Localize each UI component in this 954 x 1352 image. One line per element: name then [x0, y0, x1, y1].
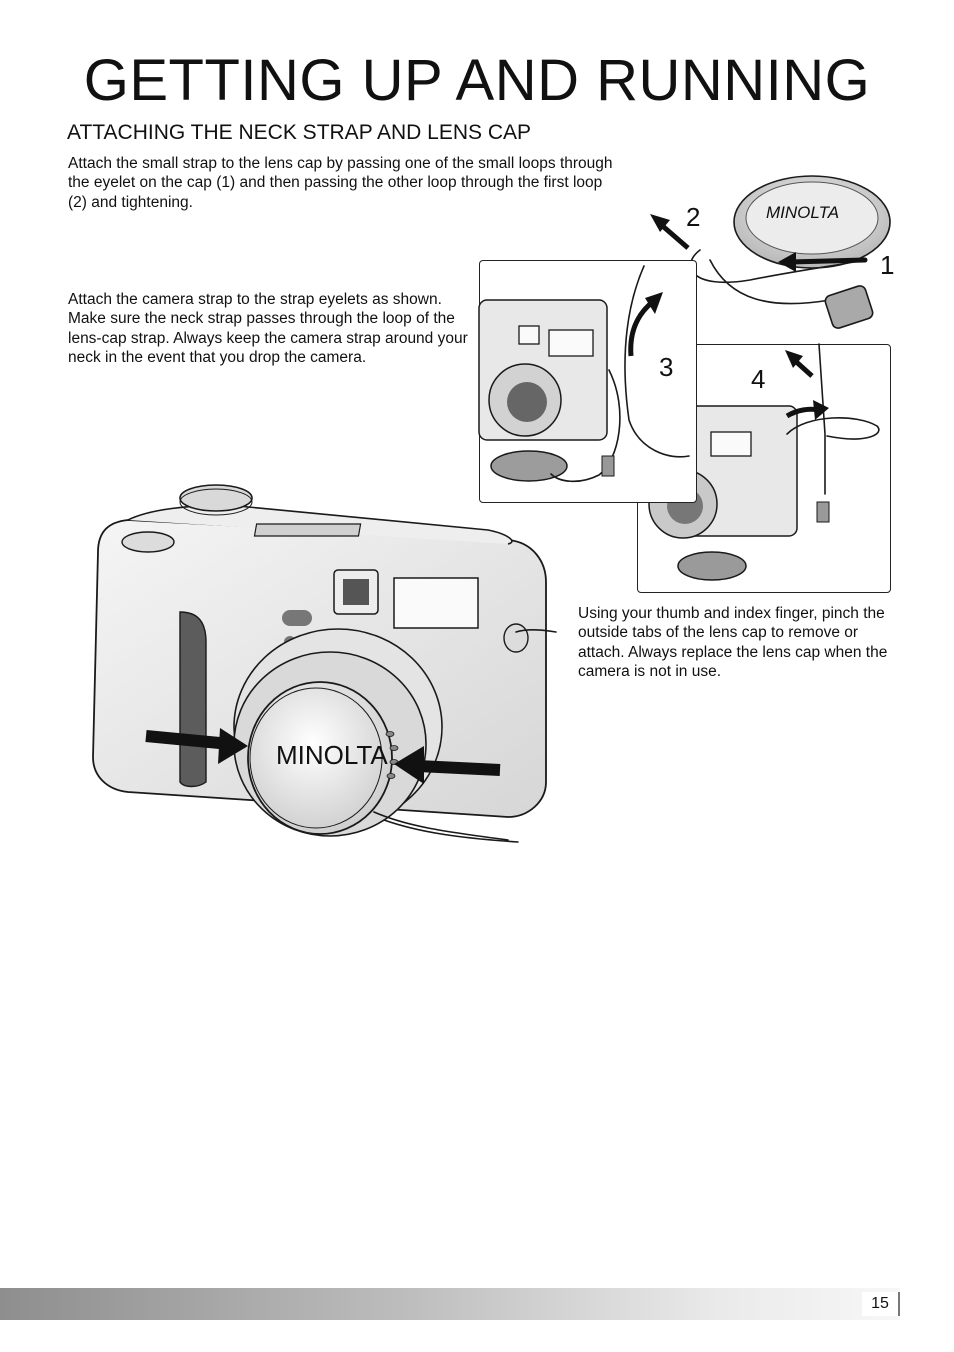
paragraph-lens-cap-strap: Attach the small strap to the lens cap b…: [68, 155, 613, 211]
strap-eyelet-illustration-3: 3: [478, 265, 690, 483]
page-number: 15: [862, 1292, 900, 1316]
section-heading: ATTACHING THE NECK STRAP AND LENS CAP: [67, 121, 532, 144]
callout-1: 1: [880, 250, 894, 280]
camera-illustration: MINOLTA: [92, 484, 557, 843]
page-title: GETTING UP AND RUNNING: [83, 48, 871, 113]
brand-logo-cap-small: MINOLTA: [766, 203, 839, 222]
paragraph-remove-cap: Using your thumb and index finger, pinch…: [578, 605, 888, 681]
callout-4: 4: [751, 364, 765, 394]
footer-bar: [0, 1288, 900, 1320]
paragraph-camera-strap: Attach the camera strap to the strap eye…: [68, 291, 468, 367]
callout-2: 2: [686, 202, 700, 232]
callout-3: 3: [659, 352, 673, 382]
lens-cap-illustration: MINOLTA 2 1: [650, 175, 894, 329]
brand-logo-cap-large: MINOLTA: [276, 740, 388, 770]
